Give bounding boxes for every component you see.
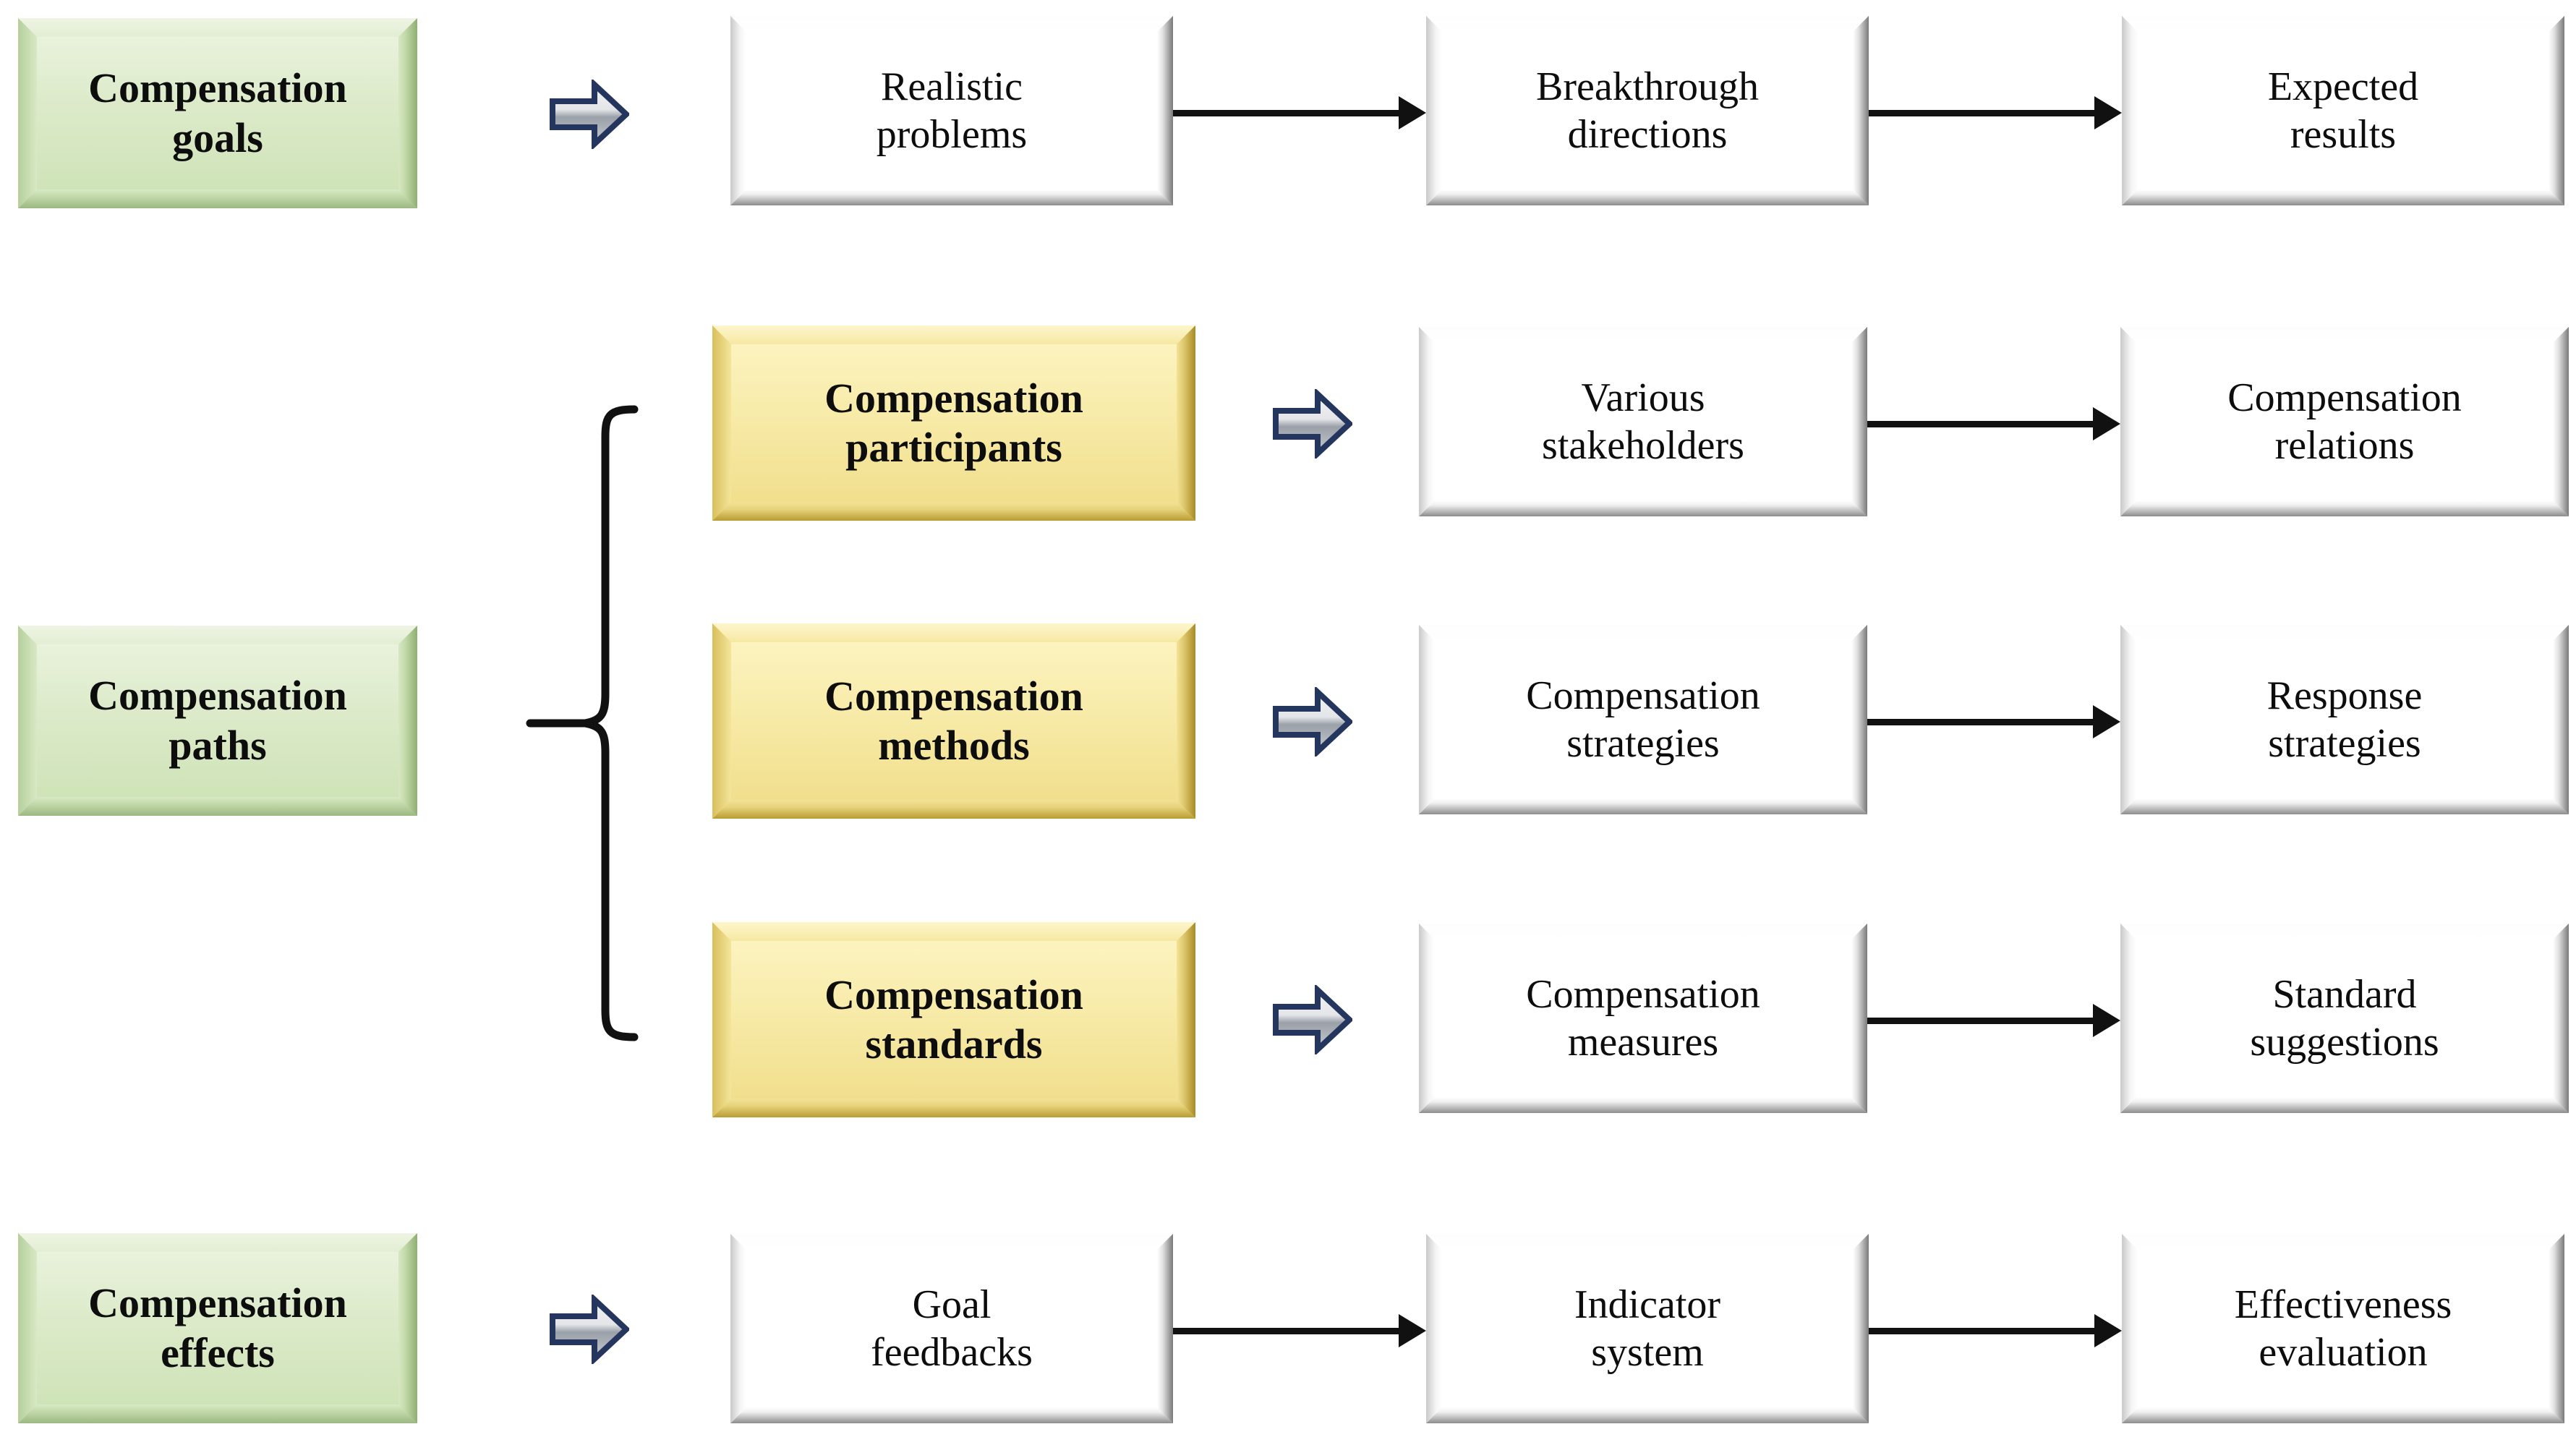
step-box-compensation-strategies[interactable]: Compensation strategies: [1419, 625, 1867, 814]
category-label-paths: Compensation paths: [88, 672, 347, 769]
step-box-goal-feedbacks[interactable]: Goal feedbacks: [730, 1234, 1173, 1423]
step-box-compensation-measures[interactable]: Compensation measures: [1419, 924, 1867, 1113]
arrow-right-icon-r2c1: [1867, 407, 2120, 440]
step-label: Various stakeholders: [1542, 375, 1744, 468]
step-box-realistic-problems[interactable]: Realistic problems: [730, 16, 1173, 205]
step-box-effectiveness-evaluation[interactable]: Effectiveness evaluation: [2122, 1234, 2564, 1423]
step-box-standard-suggestions[interactable]: Standard suggestions: [2120, 924, 2569, 1113]
block-arrow-right-icon-standards: [1273, 985, 1352, 1054]
step-label: Goal feedbacks: [871, 1282, 1033, 1375]
block-arrow-right-icon-goals: [550, 80, 629, 149]
step-label: Indicator system: [1574, 1282, 1721, 1375]
step-label: Realistic problems: [876, 64, 1028, 157]
curly-brace-icon: [524, 405, 640, 1041]
block-arrow-right-icon-participants: [1273, 389, 1352, 459]
block-arrow-right-icon-methods: [1273, 687, 1352, 756]
arrow-right-icon-r5c1: [1173, 1314, 1426, 1347]
arrow-right-icon-r1c2: [1869, 96, 2122, 129]
step-label: Standard suggestions: [2250, 971, 2439, 1065]
step-label: Compensation measures: [1526, 971, 1760, 1065]
step-box-expected-results[interactable]: Expected results: [2122, 16, 2564, 205]
step-label: Compensation strategies: [1526, 673, 1760, 766]
block-arrow-right-icon-effects: [550, 1295, 629, 1364]
step-label: Response strategies: [2266, 673, 2423, 766]
category-box-goals[interactable]: Compensation goals: [18, 18, 417, 208]
step-label: Expected results: [2267, 64, 2419, 157]
category-label-effects: Compensation effects: [88, 1279, 347, 1376]
arrow-right-icon-r4c1: [1867, 1004, 2120, 1037]
subcategory-label-standards: Compensation standards: [824, 971, 1083, 1067]
step-label: Effectiveness evaluation: [2234, 1282, 2452, 1375]
step-box-response-strategies[interactable]: Response strategies: [2120, 625, 2569, 814]
step-box-breakthrough-directions[interactable]: Breakthrough directions: [1426, 16, 1869, 205]
subcategory-box-participants[interactable]: Compensation participants: [712, 325, 1195, 521]
arrow-right-icon-r1c1: [1173, 96, 1426, 129]
step-box-compensation-relations[interactable]: Compensation relations: [2120, 327, 2569, 516]
subcategory-label-methods: Compensation methods: [824, 672, 1083, 769]
arrow-right-icon-r5c2: [1869, 1314, 2122, 1347]
subcategory-box-methods[interactable]: Compensation methods: [712, 623, 1195, 819]
step-box-various-stakeholders[interactable]: Various stakeholders: [1419, 327, 1867, 516]
category-box-paths[interactable]: Compensation paths: [18, 626, 417, 816]
step-label: Breakthrough directions: [1536, 64, 1759, 157]
category-box-effects[interactable]: Compensation effects: [18, 1233, 417, 1423]
step-label: Compensation relations: [2227, 375, 2462, 468]
subcategory-label-participants: Compensation participants: [824, 374, 1083, 471]
subcategory-box-standards[interactable]: Compensation standards: [712, 922, 1195, 1117]
category-label-goals: Compensation goals: [88, 64, 347, 161]
step-box-indicator-system[interactable]: Indicator system: [1426, 1234, 1869, 1423]
arrow-right-icon-r3c1: [1867, 705, 2120, 738]
